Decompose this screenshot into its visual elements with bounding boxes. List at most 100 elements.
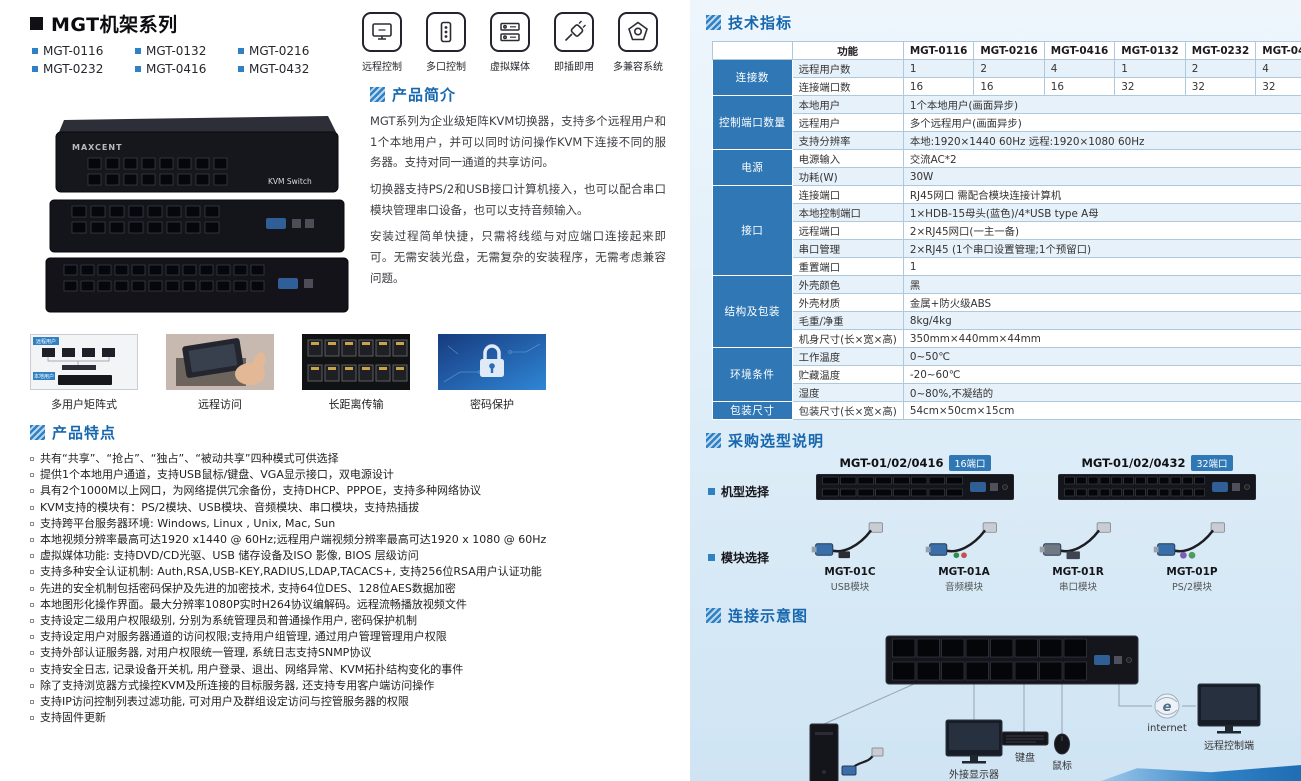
specs-value-cell: 金属+防火级ABS <box>902 293 1301 312</box>
feature-badge-label: 多兼容系统 <box>613 62 663 73</box>
feature-item: 支持多种安全认证机制: Auth,RSA,USB-KEY,RADIUS,LDAP… <box>30 564 666 580</box>
label-bullet-icon <box>708 488 715 495</box>
model-label: MGT-0116 <box>43 44 104 58</box>
host-computer-art <box>809 723 839 781</box>
specs-value-cell: 交流AC*2 <box>902 149 1301 168</box>
specs-category-cell: 控制端口数量 <box>712 95 793 150</box>
feature-text: 除了支持浏览器方式操控KVM及所连接的目标服务器, 还支持专用客户端访问操作 <box>40 678 435 692</box>
feature-badge: 多口控制 <box>422 12 470 73</box>
product-photo: MAXCENT KVM Switch <box>30 82 362 322</box>
specs-value-cell: 16 <box>902 77 975 96</box>
matrix-thumb-art: 远程用户 本地用户 <box>30 334 138 390</box>
model-label: MGT-0132 <box>146 44 207 58</box>
specs-value-cell: 0~50℃ <box>902 347 1301 366</box>
feature-item: 支持IP访问控制列表过滤功能, 可对用户及群组设定访问与控管服务器的权限 <box>30 694 666 710</box>
rack-device-image <box>815 473 1015 504</box>
feature-text: 本地图形化操作界面。最大分辨率1080P实时H264协议编解码。远程流畅播放视频… <box>40 597 467 611</box>
module-desc: USB模块 <box>830 582 870 593</box>
intro-heading: 产品简介 <box>370 84 666 105</box>
model-bullet-icon <box>32 48 38 54</box>
model-item: MGT-0216 <box>238 44 341 58</box>
intro-heading-text: 产品简介 <box>392 86 457 104</box>
model-item: MGT-0132 <box>135 44 238 58</box>
module-image <box>1150 517 1234 565</box>
feature-badge: 多兼容系统 <box>613 12 663 73</box>
specs-label-cell: 连接端口数 <box>791 77 904 96</box>
model-label: MGT-0416 <box>146 62 207 76</box>
selection-heading-text: 采购选型说明 <box>728 432 825 450</box>
module-name: MGT-01A <box>938 566 990 578</box>
kvm-device-art <box>885 635 1139 685</box>
model-item: MGT-0232 <box>32 62 135 76</box>
feature-badges: 远程控制多口控制虚拟媒体即插即用多兼容系统 <box>358 12 663 73</box>
feature-text: 本地视频分辨率最高可达1920 x1440 @ 60Hz;远程用户端视频分辨率最… <box>40 533 547 547</box>
features-heading-text: 产品特点 <box>52 424 117 442</box>
keyboard-art <box>1001 731 1049 746</box>
feature-item: 支持设定用户对服务器通道的访问权限;支持用户组管理, 通过用户管理管理用户权限 <box>30 629 666 645</box>
intro-paragraphs: MGT系列为企业级矩阵KVM切换器，支持多个远程用户和1个本地用户，并可以同时访… <box>370 111 666 289</box>
multi-system-icon <box>618 12 658 52</box>
intro-paragraph: 安装过程简单快捷，只需将线缆与对应端口连接起来即可。无需安装光盘，无需复杂的安装… <box>370 229 666 285</box>
monitor-art <box>945 719 1003 764</box>
specs-value-cell: 2 <box>1184 59 1257 78</box>
specs-label-cell: 功耗(W) <box>791 167 904 186</box>
specs-row: 外壳材质金属+防火级ABS <box>713 293 1301 312</box>
port-count-badge: 32端口 <box>1191 455 1233 471</box>
specs-col-header: MGT-0116 <box>902 41 975 60</box>
specs-label-cell: 重置端口 <box>791 257 904 276</box>
specs-value-cell: 2×RJ45 (1个串口设置管理;1个预留口) <box>902 239 1301 258</box>
specs-label-cell: 本地用户 <box>791 95 904 114</box>
svg-text:KVM Switch: KVM Switch <box>268 177 312 186</box>
specs-col-header: 功能 <box>791 41 904 60</box>
device-name: MGT-01/02/0432 <box>1081 456 1186 470</box>
feature-item: 共有“共享”、“抢占”、“独占”、“被动共享”四种模式可供选择 <box>30 451 666 467</box>
feature-item: 提供1个本地用户通道，支持USB鼠标/键盘、VGA显示接口，双电源设计 <box>30 467 666 483</box>
model-item: MGT-0116 <box>32 44 135 58</box>
bullet-square-icon <box>30 554 34 559</box>
feature-item: 本地图形化操作界面。最大分辨率1080P实时H264协议编解码。远程流畅播放视频… <box>30 597 666 613</box>
thumbnail-password: 密码保护 <box>438 334 546 412</box>
specs-value-cell: 4 <box>1043 59 1116 78</box>
specs-row: 机身尺寸(长×宽×高)350mm×440mm×44mm <box>713 329 1301 348</box>
feature-item: 本地视频分辨率最高可达1920 x1440 @ 60Hz;远程用户端视频分辨率最… <box>30 532 666 548</box>
feature-text: 共有“共享”、“抢占”、“独占”、“被动共享”四种模式可供选择 <box>40 452 339 465</box>
model-bullet-icon <box>238 66 244 72</box>
specs-label-cell: 工作温度 <box>791 347 904 366</box>
device-block: MGT-01/02/0432 32端口 <box>1057 455 1257 504</box>
specs-label-cell: 贮藏温度 <box>791 365 904 384</box>
specs-value-cell: -20~60℃ <box>902 365 1301 384</box>
label-bullet-icon <box>708 554 715 561</box>
bullet-square-icon <box>30 716 34 721</box>
module-dongle-art <box>841 747 884 776</box>
device-list: MGT-01/02/0416 16端口 MGT-01/02/0432 32端口 <box>815 455 1257 504</box>
specs-value-cell: 1 <box>1114 59 1186 78</box>
model-item: MGT-0416 <box>135 62 238 76</box>
model-bullet-icon <box>32 66 38 72</box>
rack-device-image <box>1057 473 1257 504</box>
feature-item: 支持设定二级用户权限级别, 分别为系统管理员和普通操作用户, 密码保护机制 <box>30 613 666 629</box>
port-count-badge: 16端口 <box>949 455 991 471</box>
specs-col-header: MGT-0416 <box>1043 41 1116 60</box>
specs-category-cell: 连接数 <box>712 59 793 96</box>
model-label: MGT-0216 <box>249 44 310 58</box>
matrix-tag-local: 本地用户 <box>34 373 54 380</box>
specs-row: 包装尺寸包装尺寸(长×宽×高)54cm×50cm×15cm <box>712 401 1301 420</box>
model-item: MGT-0432 <box>238 62 341 76</box>
specs-value-cell: 黑 <box>902 275 1301 294</box>
specs-label-cell: 机身尺寸(长×宽×高) <box>791 329 904 348</box>
svg-text:MAXCENT: MAXCENT <box>72 143 123 152</box>
feature-badge: 虚拟媒体 <box>486 12 534 73</box>
device-name: MGT-01/02/0416 <box>839 456 944 470</box>
bullet-square-icon <box>30 505 34 510</box>
